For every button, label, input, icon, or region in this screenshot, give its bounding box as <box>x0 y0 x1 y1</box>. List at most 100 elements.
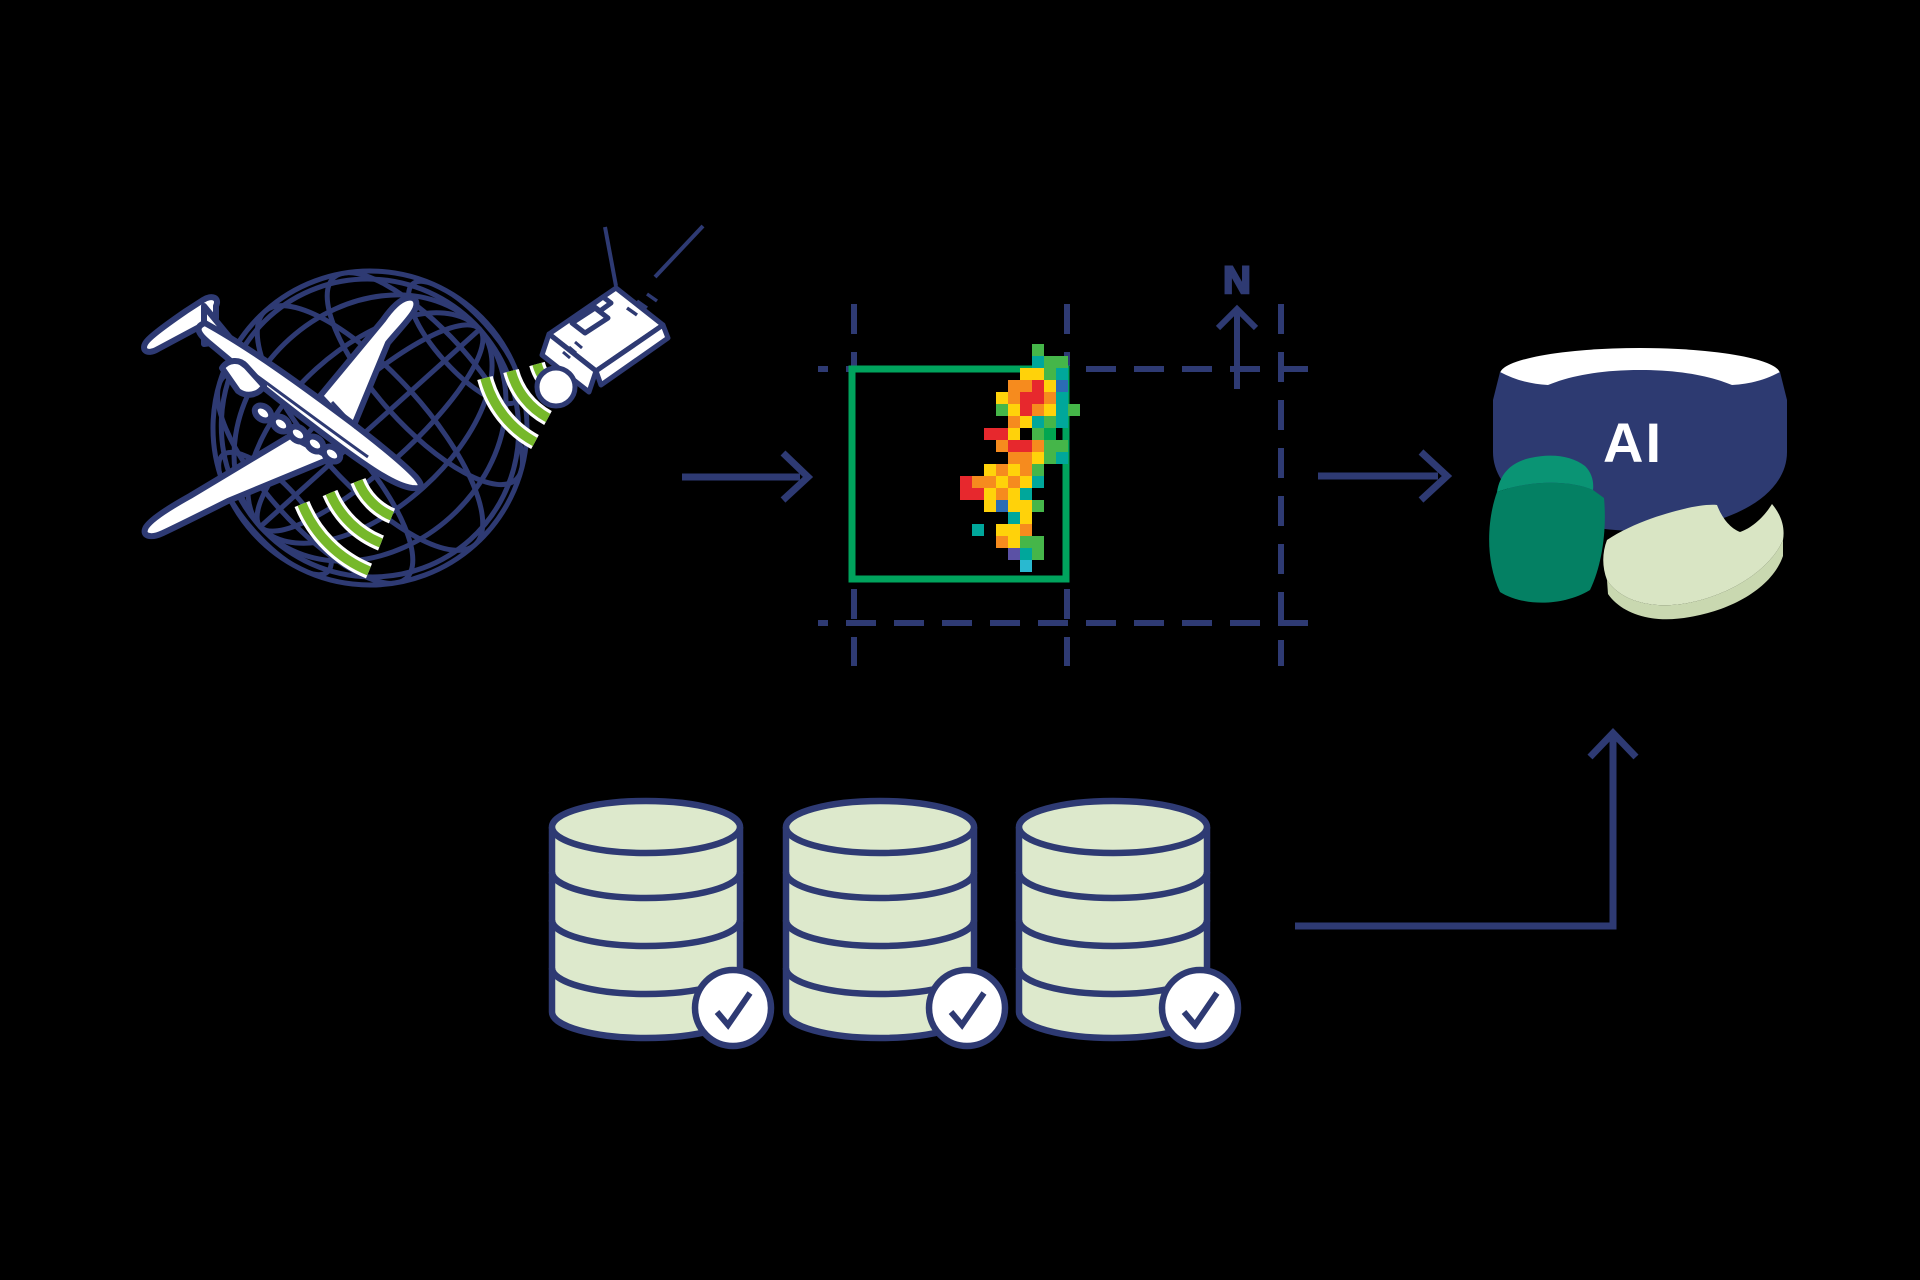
check-badge-icon <box>1162 970 1238 1046</box>
heatmap-cell <box>1032 344 1044 356</box>
heatmap-cell <box>996 440 1008 452</box>
heatmap-cell <box>1032 368 1044 380</box>
heatmap-cell <box>1008 392 1020 404</box>
compass-north-label: N <box>1223 260 1250 302</box>
heatmap-cell <box>996 524 1008 536</box>
airplane-icon <box>141 294 424 540</box>
heatmap-cell <box>1008 428 1020 440</box>
heatmap-cell <box>960 488 972 500</box>
heatmap-cell <box>1032 452 1044 464</box>
heatmap-cell <box>1008 524 1020 536</box>
ai-donut-teal-front <box>1489 482 1605 603</box>
heatmap-cell <box>1056 368 1068 380</box>
heatmap-cell <box>1008 404 1020 416</box>
signal-arcs-plane-icon <box>294 477 396 579</box>
ai-donut-icon: AI <box>1489 348 1787 620</box>
database-icons <box>552 801 1238 1046</box>
heatmap-cell <box>1020 488 1032 500</box>
heatmap-cell <box>996 464 1008 476</box>
heatmap-cell <box>1008 380 1020 392</box>
bounding-box <box>848 365 1070 583</box>
heatmap-cell <box>960 476 972 488</box>
heatmap-cell <box>1068 404 1080 416</box>
heatmap-cell <box>1020 440 1032 452</box>
heatmap-cell <box>1044 404 1056 416</box>
heatmap-cell <box>972 488 984 500</box>
heatmap-cell <box>1044 368 1056 380</box>
ai-donut-teal-segment <box>1497 455 1594 492</box>
heatmap-cell <box>1056 404 1068 416</box>
elbow-arrow-icon <box>1295 727 1639 930</box>
heatmap-cell <box>984 476 996 488</box>
heatmap-cell <box>1020 536 1032 548</box>
heatmap-cell <box>984 464 996 476</box>
heatmap-cell <box>1020 548 1032 560</box>
flow-arrow-right-icon <box>682 450 814 503</box>
heatmap-cell <box>1056 392 1068 404</box>
heatmap-cell <box>1008 548 1020 560</box>
heatmap-cell <box>1056 380 1068 392</box>
heatmap-cell <box>1020 452 1032 464</box>
heatmap-cell <box>1008 440 1020 452</box>
heatmap-cell <box>1020 404 1032 416</box>
heatmap-cell <box>1020 512 1032 524</box>
ai-donut-sage-front <box>1607 540 1783 620</box>
satellite-icon <box>534 224 705 409</box>
heatmap-cell <box>1032 548 1044 560</box>
heatmap-cell <box>996 500 1008 512</box>
check-badge-icon <box>929 970 1005 1046</box>
heatmap-cell <box>996 428 1008 440</box>
heatmap-cell <box>984 488 996 500</box>
heatmap-cell <box>1032 500 1044 512</box>
heatmap-cell <box>1044 416 1056 428</box>
flow-arrow-right-icon <box>1318 449 1453 503</box>
heatmap-cell <box>1008 464 1020 476</box>
heatmap-cell <box>1020 476 1032 488</box>
heatmap-cell <box>1032 464 1044 476</box>
compass-north-arrow-icon <box>1215 304 1259 389</box>
heatmap-cell <box>1008 476 1020 488</box>
heatmap-cell <box>1032 380 1044 392</box>
heatmap-cell <box>1044 380 1056 392</box>
heatmap-cell <box>1008 452 1020 464</box>
heatmap-cell <box>1032 440 1044 452</box>
radar-heatmap <box>960 344 1080 572</box>
compass-north: N <box>1215 259 1259 389</box>
heatmap-cell <box>1056 356 1068 368</box>
heatmap-cell <box>972 476 984 488</box>
heatmap-cell <box>1044 392 1056 404</box>
heatmap-cell <box>1020 500 1032 512</box>
heatmap-cell <box>996 392 1008 404</box>
heatmap-cell <box>1008 512 1020 524</box>
heatmap-cell <box>1032 392 1044 404</box>
globe-icon <box>210 268 530 588</box>
heatmap-cell <box>1044 452 1056 464</box>
ai-donut-sage-segment <box>1603 504 1784 606</box>
heatmap-cell <box>996 476 1008 488</box>
heatmap-cell <box>1044 440 1056 452</box>
heatmap-cell <box>1032 536 1044 548</box>
heatmap-cell <box>1020 524 1032 536</box>
heatmap-cell <box>1032 404 1044 416</box>
heatmap-cell <box>1008 536 1020 548</box>
heatmap-cell <box>1020 392 1032 404</box>
heatmap-cell <box>1020 380 1032 392</box>
satellite-antenna-icon <box>653 224 705 279</box>
heatmap-cell <box>996 536 1008 548</box>
heatmap-cell <box>1032 356 1044 368</box>
satellite-antenna-icon <box>603 226 618 287</box>
heatmap-cell <box>1020 464 1032 476</box>
heatmap-cell <box>996 404 1008 416</box>
check-badge-icon <box>695 970 771 1046</box>
heatmap-cell <box>984 428 996 440</box>
heatmap-cell <box>984 500 996 512</box>
heatmap-cell <box>1032 428 1044 440</box>
heatmap-cell <box>1056 440 1068 452</box>
heatmap-cell <box>1056 416 1068 428</box>
heatmap-cell <box>1032 476 1044 488</box>
heatmap-cell <box>1020 416 1032 428</box>
heatmap-cell <box>1020 560 1032 572</box>
heatmap-cell <box>1020 368 1032 380</box>
heatmap-cell <box>1008 488 1020 500</box>
heatmap-cell <box>1044 428 1056 440</box>
